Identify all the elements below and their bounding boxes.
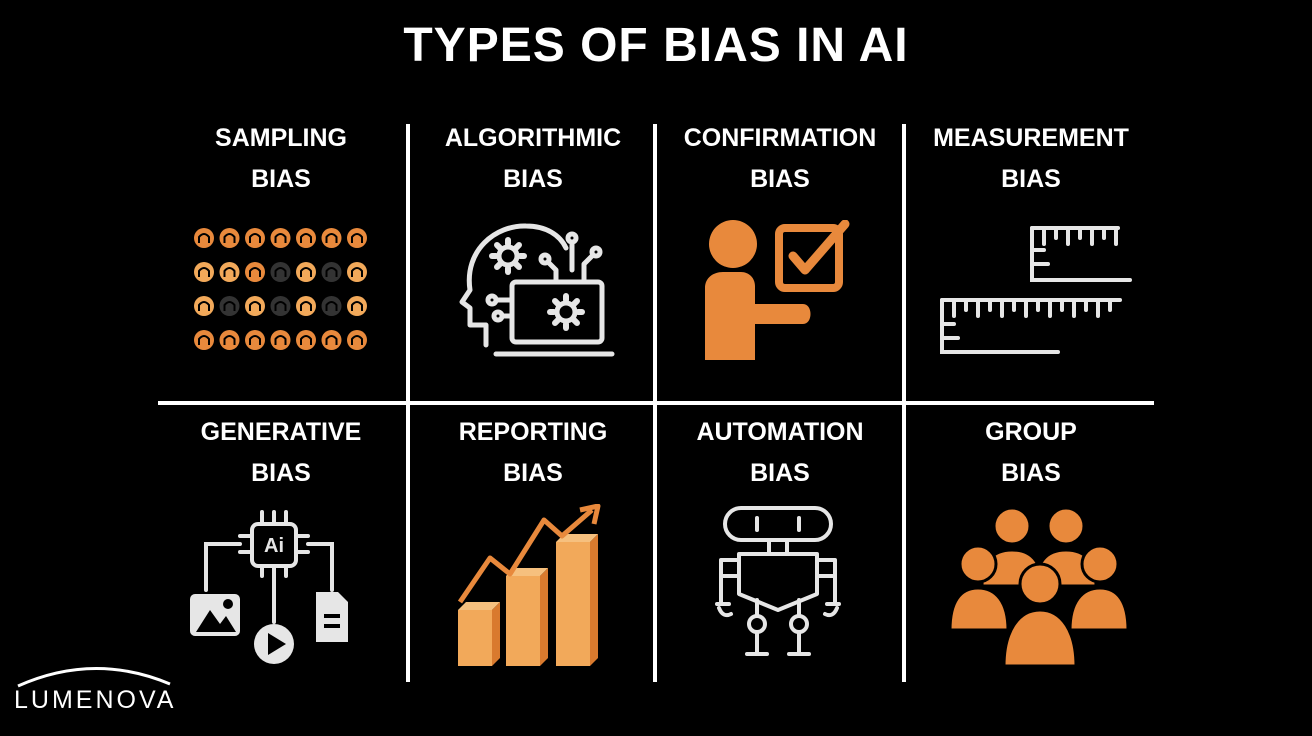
cell-label: REPORTING BIAS <box>408 412 658 494</box>
cell-label-line1: CONFIRMATION <box>683 124 877 152</box>
face-icon <box>245 330 265 350</box>
face-icon <box>270 330 291 350</box>
chip-text: Ai <box>264 535 284 557</box>
face-icon <box>347 262 367 282</box>
face-icon <box>194 296 214 316</box>
people-group-icon <box>948 506 1133 671</box>
grid-divider-horizontal <box>158 401 1154 405</box>
face-icon <box>194 262 214 282</box>
face-icon <box>245 228 265 248</box>
face-icon <box>270 228 291 248</box>
cell-label: GROUP BIAS <box>906 412 1156 494</box>
face-icon <box>296 330 316 350</box>
face-icon <box>321 296 342 316</box>
face-icon <box>270 296 291 316</box>
cell-label-line2: BIAS <box>1001 165 1061 193</box>
face-icon <box>347 330 367 350</box>
cell-label: GENERATIVE BIAS <box>156 412 406 494</box>
sampling-bias-cell: SAMPLING BIAS <box>156 118 406 398</box>
logo-text: LUMENOVA <box>14 686 177 714</box>
face-icon <box>194 330 214 350</box>
person-checkbox-icon <box>701 220 856 365</box>
face-icon <box>296 296 316 316</box>
face-icon <box>347 228 367 248</box>
cell-label: CONFIRMATION BIAS <box>655 118 905 200</box>
cell-label-line2: BIAS <box>251 459 311 487</box>
measurement-bias-cell: MEASUREMENT BIAS <box>906 118 1156 398</box>
generative-bias-cell: GENERATIVE BIAS Ai <box>156 412 406 682</box>
cell-label-line1: ALGORITHMIC <box>444 124 622 152</box>
group-bias-cell: GROUP BIAS <box>906 412 1156 682</box>
cell-label: MEASUREMENT BIAS <box>906 118 1156 200</box>
sampling-faces-icon <box>192 224 372 356</box>
face-icon <box>347 296 367 316</box>
lumenova-logo: LUMENOVA <box>14 660 174 722</box>
cell-label-line2: BIAS <box>1001 459 1061 487</box>
head-gear-laptop-icon <box>456 220 616 365</box>
face-icon <box>194 228 214 248</box>
bar-chart-arrow-icon <box>452 504 612 669</box>
cell-label-line2: BIAS <box>750 459 810 487</box>
face-icon <box>321 262 342 282</box>
cell-label-line1: AUTOMATION <box>696 418 864 446</box>
page-title: TYPES OF BIAS IN AI <box>403 19 909 72</box>
cell-label: SAMPLING BIAS <box>156 118 406 200</box>
confirmation-bias-cell: CONFIRMATION BIAS <box>655 118 905 398</box>
face-icon <box>219 262 240 282</box>
cell-label-line1: REPORTING <box>458 418 608 446</box>
cell-label-line2: BIAS <box>750 165 810 193</box>
algorithmic-bias-cell: ALGORITHMIC BIAS <box>408 118 658 398</box>
face-icon <box>219 330 240 350</box>
reporting-bias-cell: REPORTING BIAS <box>408 412 658 682</box>
cell-label: ALGORITHMIC BIAS <box>408 118 658 200</box>
face-icon <box>321 228 342 248</box>
face-icon <box>296 262 316 282</box>
robot-icon <box>713 504 848 669</box>
cell-label: AUTOMATION BIAS <box>655 412 905 494</box>
cell-label-line1: GENERATIVE <box>200 418 362 446</box>
face-icon <box>270 262 291 282</box>
cell-label-line2: BIAS <box>251 165 311 193</box>
face-icon <box>219 296 240 316</box>
cell-label-line1: MEASUREMENT <box>933 124 1129 152</box>
face-icon <box>321 330 342 350</box>
face-icon <box>245 296 265 316</box>
logo-arc-icon <box>17 667 171 688</box>
face-icon <box>296 228 316 248</box>
cell-label-line2: BIAS <box>503 459 563 487</box>
face-icon <box>245 262 265 282</box>
automation-bias-cell: AUTOMATION BIAS <box>655 412 905 682</box>
cell-label-line1: SAMPLING <box>215 124 347 152</box>
face-icon <box>219 228 240 248</box>
cell-label-line1: GROUP <box>985 418 1077 446</box>
ai-chip-media-icon: Ai <box>188 506 358 666</box>
rulers-icon <box>938 222 1138 357</box>
cell-label-line2: BIAS <box>503 165 563 193</box>
